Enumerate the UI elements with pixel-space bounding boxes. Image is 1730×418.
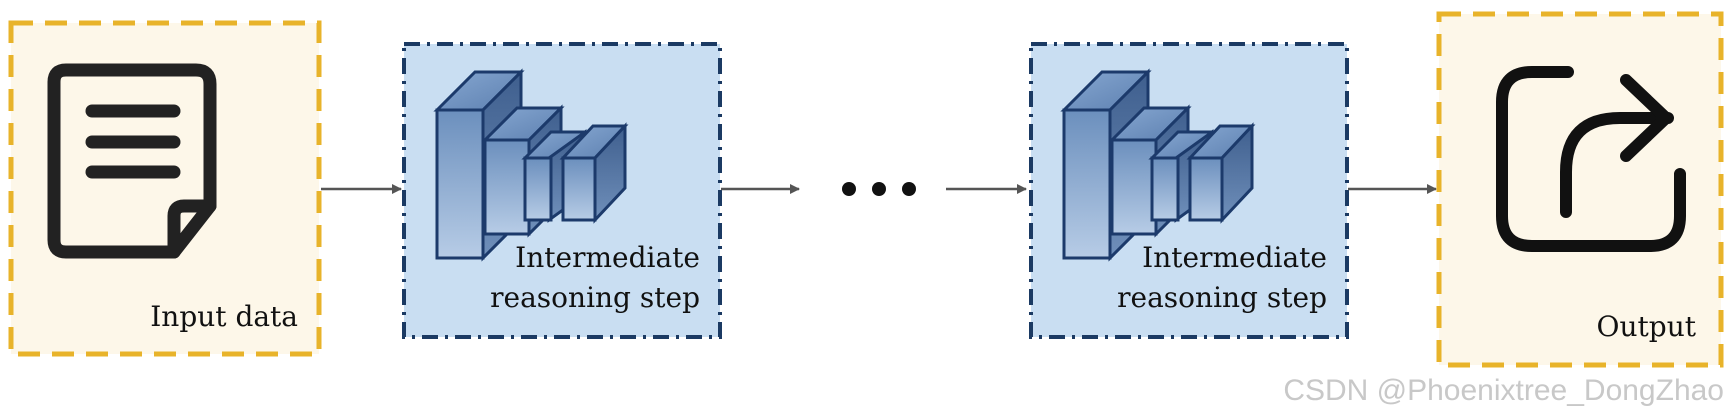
step2-label-line2: reasoning step — [1117, 281, 1327, 314]
watermark: CSDN @Phoenixtree_DongZhao — [1283, 374, 1724, 407]
input-data-node: Input data — [8, 20, 322, 357]
step2-label-line1: Intermediate — [1142, 241, 1327, 274]
ellipsis-icon — [842, 182, 916, 196]
input-data-label: Input data — [150, 300, 298, 333]
output-label: Output — [1597, 310, 1697, 343]
share-arrow-icon — [1496, 66, 1686, 252]
step1-label-line2: reasoning step — [490, 281, 700, 314]
step1-label-line1: Intermediate — [515, 241, 700, 274]
document-icon — [47, 63, 217, 259]
reasoning-step-node-1: Intermediate reasoning step — [402, 42, 722, 339]
reasoning-step-node-2: Intermediate reasoning step — [1029, 42, 1349, 339]
output-node: Output — [1436, 11, 1724, 368]
